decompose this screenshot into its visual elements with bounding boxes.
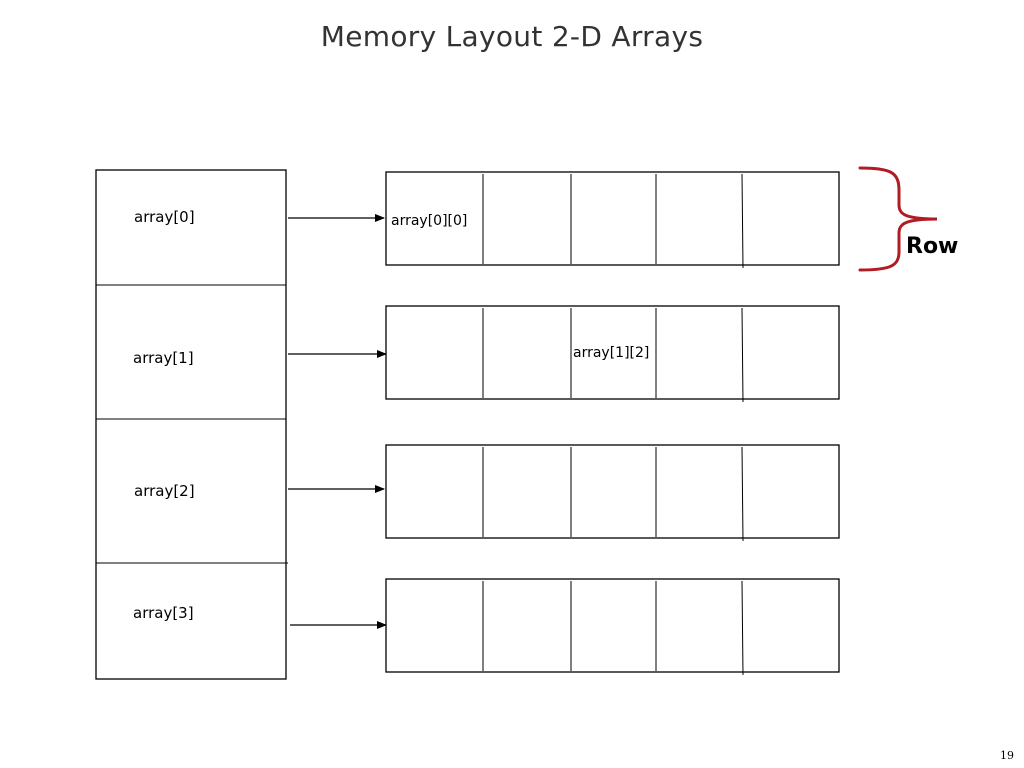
row-array: [385, 444, 840, 542]
slide-title: Memory Layout 2-D Arrays: [320, 20, 704, 53]
row-cell-divider: [741, 307, 744, 403]
row-array: [385, 578, 840, 676]
row-cell-divider: [741, 446, 744, 542]
row-array-box: [385, 305, 840, 400]
pointer-array-entry-label: array[0]: [134, 208, 195, 226]
pointer-array-entry-label: array[1]: [133, 349, 194, 367]
page-number: 19: [1000, 749, 1014, 762]
pointer-array-entry-label: array[3]: [133, 604, 194, 622]
row-array: array[1][2]: [385, 305, 840, 403]
row-arrays: array[0][0] array[1][2]: [385, 171, 840, 676]
row-cell-label: array[0][0]: [391, 213, 467, 229]
row-array-box: [385, 171, 840, 266]
row-label: Row: [906, 234, 959, 259]
row-cell-divider: [741, 173, 744, 269]
pointer-array-entry-label: array[2]: [134, 482, 195, 500]
pointer-arrows: [288, 214, 387, 629]
row-brace-icon: [858, 166, 938, 272]
row-array-box: [385, 578, 840, 673]
row-cell-label: array[1][2]: [573, 345, 649, 361]
row-array-box: [385, 444, 840, 539]
pointer-array-box: [95, 169, 287, 680]
pointer-array: array[0] array[1] array[2] array[3]: [95, 169, 288, 680]
row-cell-divider: [741, 580, 744, 676]
row-array: array[0][0]: [385, 171, 840, 269]
